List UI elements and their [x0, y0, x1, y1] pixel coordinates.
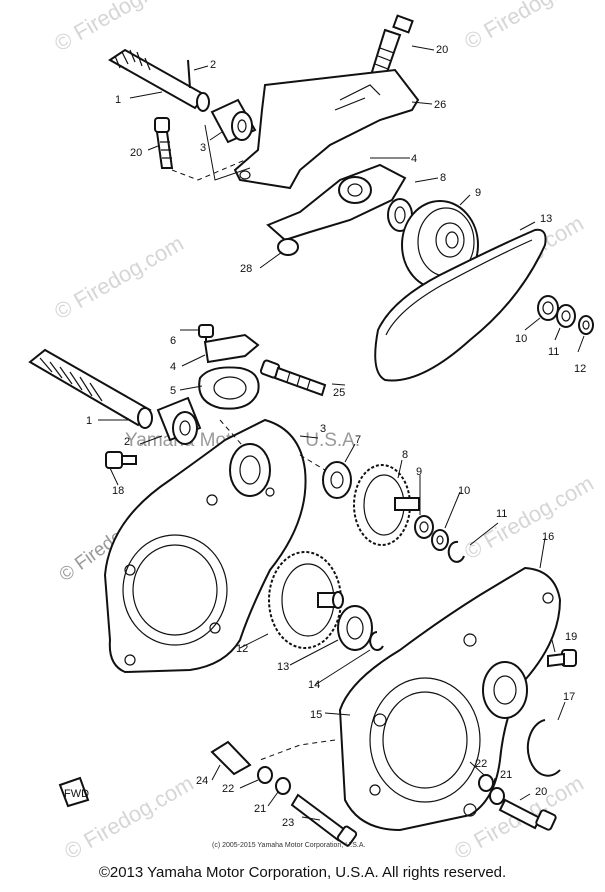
callout-label: 12: [236, 643, 248, 655]
callout-label: 22: [222, 783, 234, 795]
callout-label: 21: [254, 803, 266, 815]
callout-label: 7: [355, 434, 361, 446]
callout-label: 9: [475, 187, 481, 199]
callout-label: 9: [416, 466, 422, 478]
callout-label: 2: [210, 59, 216, 71]
gear-upper: [353, 464, 420, 546]
belt: [374, 228, 547, 382]
callout-label: 19: [565, 631, 577, 643]
bolt: [547, 649, 577, 668]
callout-label: 2: [124, 436, 130, 448]
callout-label: 4: [411, 153, 417, 165]
callout-label: 24: [196, 775, 208, 787]
washer: [414, 515, 434, 539]
callout-label: 13: [277, 661, 289, 673]
washer: [537, 295, 559, 321]
top-assembly: [108, 14, 594, 382]
callout-label: 26: [434, 99, 446, 111]
callout-label: 5: [170, 385, 176, 397]
washer: [578, 315, 594, 335]
callout-label: 28: [240, 263, 252, 275]
gear-lower: [268, 551, 344, 649]
gasket: [198, 366, 260, 410]
tensioner-arm: [266, 163, 407, 242]
washer: [489, 787, 505, 805]
washer: [275, 777, 291, 795]
bolt: [259, 359, 327, 397]
top-labels: 1 2 20 3 20 26 4 8 9 13 28 10 11 12: [115, 44, 586, 375]
washer: [431, 529, 449, 551]
spacer: [277, 238, 299, 256]
callout-label: 6: [170, 335, 176, 347]
cover-plate: [203, 333, 260, 364]
bushing: [210, 98, 257, 144]
dowel: [210, 740, 252, 776]
callout-label: 3: [320, 423, 326, 435]
bracket: [233, 68, 420, 190]
bottom-labels: 6 4 5 25 1 3 2 7 18 8 9 10 11 16 12 13 1…: [86, 335, 577, 829]
callout-label: 14: [308, 679, 320, 691]
copyright-footer: ©2013 Yamaha Motor Corporation, U.S.A. A…: [98, 864, 507, 881]
bolt: [105, 451, 137, 469]
bearing: [322, 461, 352, 499]
gear-case-right: [338, 566, 562, 832]
watermark-text: © Firedog.com: [460, 0, 598, 54]
circlip: [526, 719, 561, 777]
bushing: [156, 396, 202, 445]
bolt-left: [154, 117, 174, 169]
callout-label: 8: [440, 172, 446, 184]
callout-label: 20: [436, 44, 448, 56]
callout-label: 10: [458, 485, 470, 497]
callout-label: 20: [535, 786, 547, 798]
callout-label: 23: [282, 817, 294, 829]
watermark-text: © Firedog.com: [50, 230, 188, 324]
callout-label: 17: [563, 691, 575, 703]
shaft-bottom: [28, 348, 153, 429]
callout-label: 16: [542, 531, 554, 543]
bolt: [290, 793, 358, 847]
callout-label: 10: [515, 333, 527, 345]
callout-label: 18: [112, 485, 124, 497]
circlip: [447, 540, 465, 563]
bottom-assembly: FWD: [28, 324, 577, 847]
pin: [187, 59, 191, 89]
watermark-text: © Firedog.com: [50, 0, 188, 56]
callout-label: 13: [540, 213, 552, 225]
washer: [257, 766, 273, 784]
bearing: [337, 605, 373, 651]
callout-label: 1: [86, 415, 92, 427]
callout-label: 3: [200, 142, 206, 154]
small-notice: (c) 2005-2015 Yamaha Motor Corporation, …: [212, 842, 365, 849]
callout-label: 11: [548, 346, 559, 358]
callout-label: 4: [170, 361, 176, 373]
callout-label: 15: [310, 709, 322, 721]
callout-label: 1: [115, 94, 121, 106]
callout-label: 25: [333, 387, 345, 399]
callout-label: 11: [496, 508, 507, 520]
callout-label: 21: [500, 769, 512, 781]
bolt: [198, 324, 214, 338]
callout-label: 20: [130, 147, 142, 159]
callout-label: 8: [402, 449, 408, 461]
fwd-mark: FWD: [58, 776, 90, 808]
fwd-text: FWD: [64, 788, 89, 800]
washer: [478, 774, 494, 792]
callout-label: 12: [574, 363, 586, 375]
callout-label: 22: [475, 758, 487, 770]
bolt-top: [370, 14, 414, 80]
shaft-top: [108, 48, 210, 112]
circlip: [369, 631, 384, 651]
washer: [556, 304, 576, 328]
watermark-text: © Firedog.com: [460, 470, 598, 564]
bolt: [498, 798, 557, 831]
